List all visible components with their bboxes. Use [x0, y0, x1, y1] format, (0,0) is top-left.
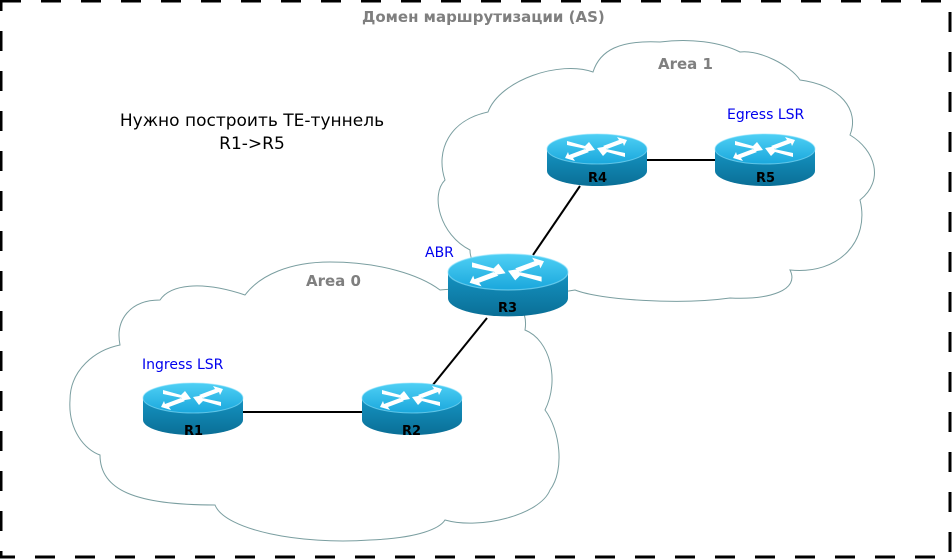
- area1-cloud: [437, 40, 875, 302]
- area0-label: Area 0: [306, 272, 361, 290]
- r3-role-label: ABR: [425, 245, 454, 261]
- link-r2-r3: [431, 317, 488, 387]
- r2-name: R2: [402, 424, 422, 439]
- domain-title: Домен маршрутизации (AS): [362, 8, 605, 26]
- link-r3-r4: [532, 185, 581, 256]
- r1-name: R1: [184, 424, 204, 439]
- area1-label: Area 1: [658, 55, 713, 73]
- r5-name: R5: [756, 171, 776, 186]
- task-line-1: Нужно построить ТЕ-туннель: [119, 111, 385, 131]
- r1-role-label: Ingress LSR: [142, 357, 224, 373]
- r3-name: R3: [498, 301, 518, 316]
- r5-role-label: Egress LSR: [727, 107, 805, 123]
- r4-name: R4: [588, 171, 608, 186]
- task-line-2: R1->R5: [219, 134, 285, 154]
- area0-cloud: [69, 261, 560, 542]
- task-description: Нужно построить ТЕ-туннель R1->R5: [118, 110, 386, 156]
